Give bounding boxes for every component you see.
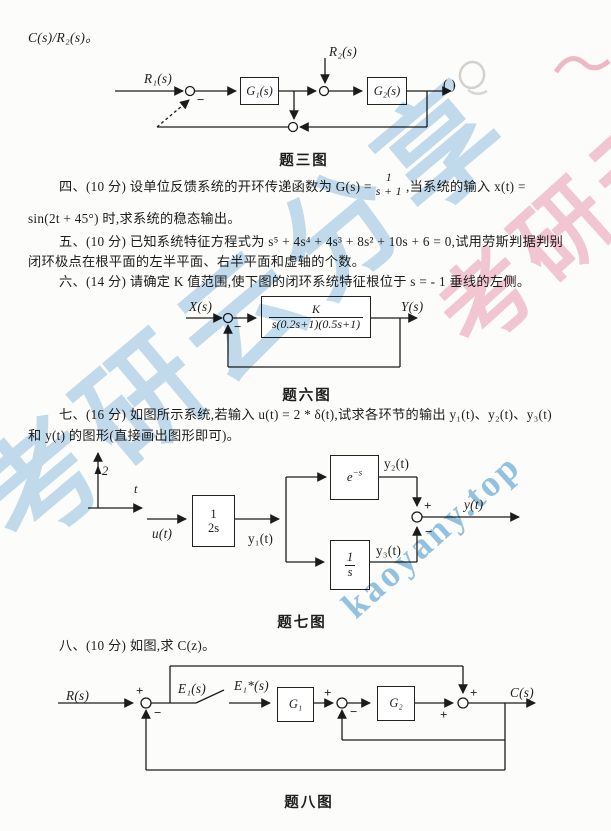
problem-7-line2: 和 y(t) 的图形(直接画出图形即可)。 <box>28 428 241 443</box>
fig8-plus-sign-4: + <box>470 685 478 700</box>
problem-5-line2: 闭环极点在根平面的左半平面、右半平面和虚轴的个数。 <box>28 254 366 269</box>
header-transfer-function: C(s)/R₂(s)。 <box>28 30 99 45</box>
fig7-impulse-arrowhead <box>94 465 102 474</box>
fig3-block-g2-label: G₂(s) <box>373 83 401 98</box>
fig7-minus-sign: − <box>425 524 433 539</box>
problem-5-line1: 五、(10 分) 已知系统特征方程式为 s⁵ + 4s⁴ + 4s³ + 8s²… <box>59 234 564 249</box>
problem-4-fraction: 1 s + 1 <box>375 170 402 199</box>
problem-4-line1-prefix: 四、(10 分) 设单位反馈系统的开环传递函数为 G(s) = <box>59 178 372 194</box>
fig7-y2-label: y₂(t) <box>384 456 410 471</box>
fig7-time-axis-label: t <box>134 482 138 496</box>
fig6-plant-denominator: s(0.2s+1)(0.5s+1) <box>268 316 364 331</box>
fig6-plant-numerator: K <box>311 302 320 317</box>
problem-4-line2: sin(2t + 45°) 时,求系统的稳态输出。 <box>28 211 241 226</box>
fig3-minus-sign: − <box>197 92 205 107</box>
fig7-block-1-over-2s: 1 2s <box>192 495 235 547</box>
fig8-block-g2-label: G₂ <box>389 696 403 711</box>
fig8-e1-star-label: E₁*(s) <box>234 678 269 693</box>
fig8-block-g1: G₁ <box>277 687 314 722</box>
fig8-block-g2: G₂ <box>377 686 415 721</box>
fig7-output-label: y(t) <box>464 497 484 512</box>
fig7-summing-junction <box>411 511 423 523</box>
fig3-caption: 题三图 <box>279 153 329 169</box>
fig7-delay-block: e−s <box>330 455 379 500</box>
fig7-delay-exponent: −s <box>352 467 363 478</box>
fig7-block1-denominator: 2s <box>207 521 220 535</box>
fig7-block1-numerator: 1 <box>210 506 217 521</box>
fig6-output-label: Y(s) <box>401 299 424 314</box>
fig8-sampler-switch <box>195 689 225 704</box>
fig8-minus-sign-1: − <box>154 705 162 720</box>
fig6-minus-sign: − <box>234 319 242 334</box>
fig8-block-g1-label: G₁ <box>288 697 303 712</box>
fig7-plus-sign: + <box>424 498 432 513</box>
fig7-delay-base: e <box>346 469 353 485</box>
fig8-summing-junction-1 <box>140 697 152 709</box>
fig6-block-diagram <box>186 312 418 368</box>
fig3-input1-label: R₁(s) <box>144 71 173 86</box>
fig7-integrator-fraction: 1 s <box>344 549 356 580</box>
fig7-block-diagram <box>88 452 520 567</box>
fig3-input2-label: R₂(s) <box>329 44 358 59</box>
fig8-summing-junction-2 <box>336 697 348 709</box>
problem-4-line1: 四、(10 分) 设单位反馈系统的开环传递函数为 G(s) = 1 s + 1 … <box>59 170 526 200</box>
fig6-summing-junction <box>222 312 234 324</box>
fig3-block-g1: G₁(s) <box>240 77 279 105</box>
problem-6-line1: 六、(14 分) 请确定 K 值范围,使下图的闭环系统特征根位于 s = - 1… <box>59 274 531 289</box>
fig7-y1-label: y₁(t) <box>248 531 274 546</box>
fig7-integrator-numerator: 1 <box>346 549 354 564</box>
fig3-output-label: ( ) <box>443 77 456 92</box>
fig3-block-diagram <box>115 58 452 133</box>
fig8-output-label: C(s) <box>510 685 534 700</box>
fig8-plus-sign-3: + <box>440 707 448 722</box>
fig3-summing-junction-3 <box>287 121 299 133</box>
fig3-summing-junction-1 <box>184 85 196 97</box>
fig6-input-label: X(s) <box>189 299 213 314</box>
fig6-caption: 题六图 <box>282 388 332 404</box>
problem-4-line1-suffix: ,当系统的输入 x(t) = <box>406 178 526 194</box>
fig7-y3-label: y₃(t) <box>376 543 402 558</box>
fig8-plus-sign-2: + <box>324 685 332 700</box>
fig3-summing-junction-2 <box>318 85 330 97</box>
fig7-integrator-block: 1 s <box>330 540 370 590</box>
fig7-integrator-denominator: s <box>344 564 356 580</box>
fig8-e1-label: E₁(s) <box>178 681 207 696</box>
fig7-input-label: u(t) <box>152 526 173 541</box>
fig7-caption: 题七图 <box>277 615 327 631</box>
fig6-plant-block: K s(0.2s+1)(0.5s+1) <box>261 296 371 338</box>
problem-8-line1: 八、(10 分) 如图,求 C(z)。 <box>59 638 216 653</box>
fig8-minus-sign-2: − <box>350 704 358 719</box>
fig8-input-label: R(s) <box>66 688 90 703</box>
fig8-plus-sign-1: + <box>136 683 144 698</box>
problem-4-fraction-num: 1 <box>385 170 393 185</box>
problem-7-line1: 七、(16 分) 如图所示系统,若输入 u(t) = 2 * δ(t),试求各环… <box>59 407 552 422</box>
fig3-block-g1-label: G₁(s) <box>246 83 273 98</box>
fig8-summing-junction-3 <box>457 697 469 709</box>
fig7-delay-expression: e−s <box>346 467 363 485</box>
problem-4-fraction-den: s + 1 <box>375 184 402 198</box>
fig8-caption: 题八图 <box>284 795 334 811</box>
fig3-block-g2: G₂(s) <box>367 77 407 105</box>
fig8-block-diagram <box>58 665 536 771</box>
fig6-plant-fraction: K s(0.2s+1)(0.5s+1) <box>268 302 364 331</box>
fig7-impulse-height-label: 2 <box>102 464 109 478</box>
